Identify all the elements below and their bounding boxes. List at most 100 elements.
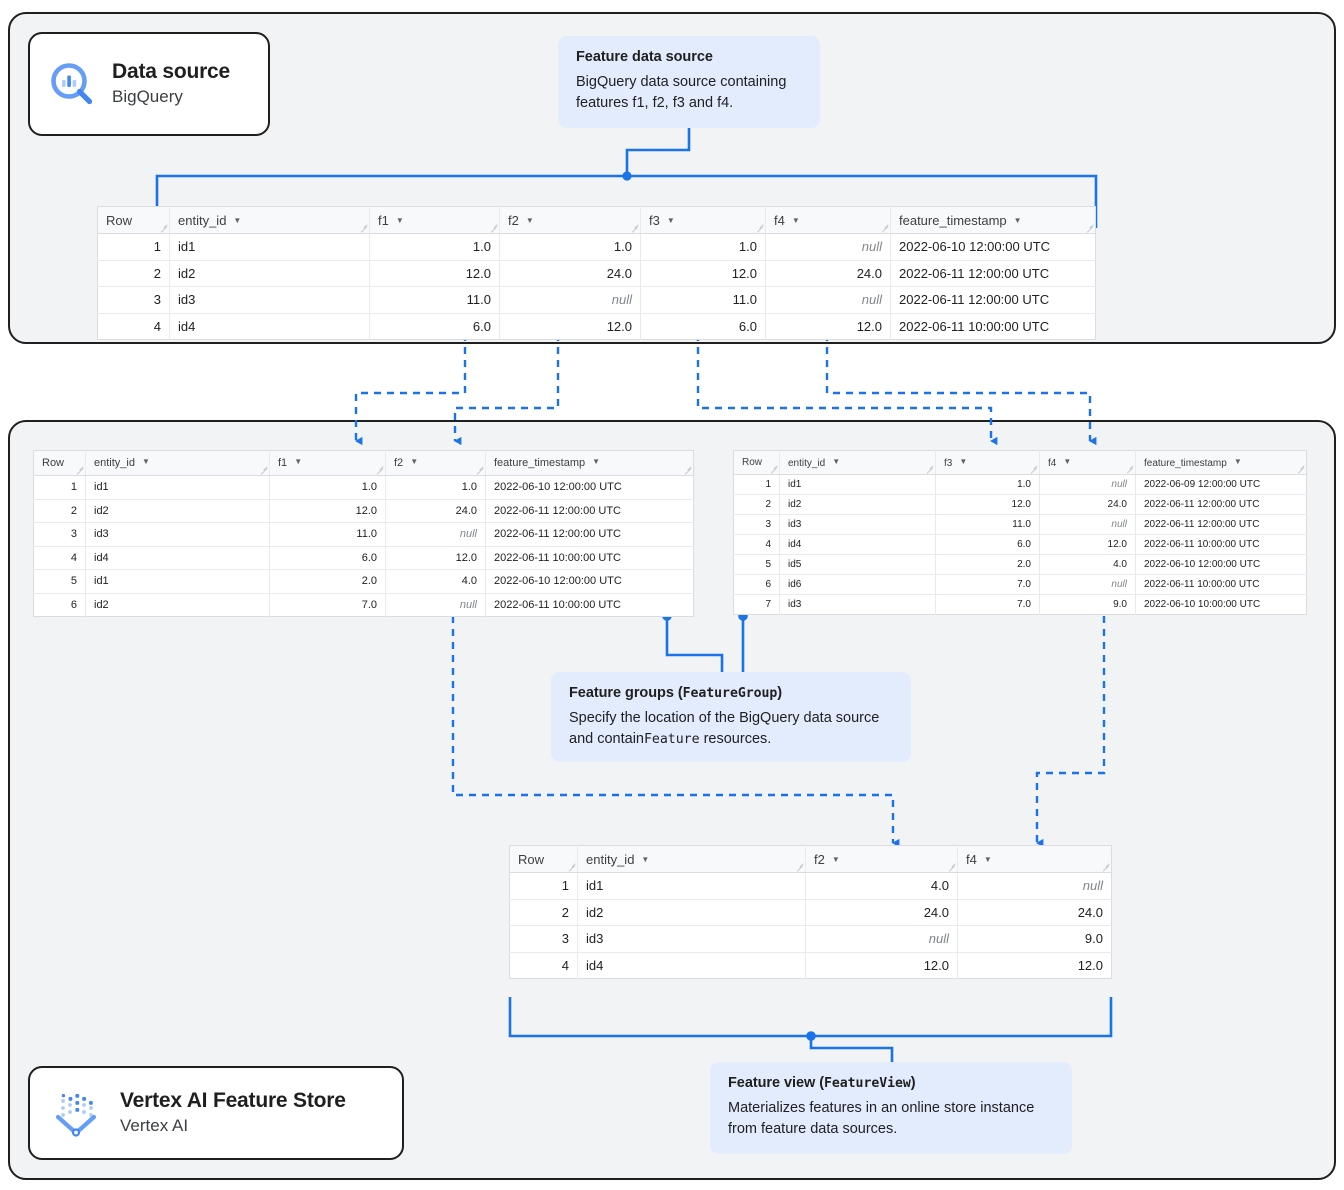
cell-row-number: 2 — [33, 499, 86, 523]
callout-feature-data-source: Feature data source BigQuery data source… — [558, 36, 820, 128]
cell-row-number: 2 — [97, 260, 170, 287]
resize-grip-icon[interactable] — [1297, 466, 1304, 473]
callout-body: Specify the location of the BigQuery dat… — [569, 708, 893, 749]
col-header-feature-timestamp[interactable]: feature_timestamp▼ — [1135, 450, 1307, 475]
chevron-down-icon[interactable]: ▼ — [294, 457, 303, 466]
callout-title-plain: Feature view ( — [728, 1075, 824, 1091]
col-header-row[interactable]: Row — [33, 450, 86, 476]
chip-data-source[interactable]: Data source BigQuery — [28, 32, 270, 136]
chevron-down-icon[interactable]: ▼ — [592, 457, 601, 466]
chevron-down-icon[interactable]: ▼ — [959, 456, 968, 466]
col-header-f3[interactable]: f3▼ — [935, 450, 1040, 475]
feature-group-1-table[interactable]: Row entity_id▼ f1▼ f2▼ feature_timestamp… — [33, 450, 694, 617]
cell-value: 7.0 — [935, 574, 1040, 595]
cell-value: 12.0 — [369, 260, 500, 287]
resize-grip-icon[interactable] — [881, 225, 888, 232]
resize-grip-icon[interactable] — [1030, 466, 1037, 473]
callout-feature-groups: Feature groups (FeatureGroup) Specify th… — [551, 672, 911, 762]
cell-entity-id: id3 — [169, 286, 370, 314]
resize-grip-icon[interactable] — [926, 466, 933, 473]
col-header-f1[interactable]: f1▼ — [269, 450, 386, 476]
col-header-entity-id[interactable]: entity_id▼ — [169, 206, 370, 234]
resize-grip-icon[interactable] — [376, 467, 383, 474]
col-header-f2[interactable]: f2▼ — [805, 845, 958, 873]
cell-entity-id: id4 — [577, 952, 806, 979]
col-header-f2[interactable]: f2▼ — [385, 450, 486, 476]
cell-value: 7.0 — [935, 594, 1040, 615]
resize-grip-icon[interactable] — [260, 467, 267, 474]
resize-grip-icon[interactable] — [796, 864, 803, 871]
chevron-down-icon[interactable]: ▼ — [641, 854, 650, 864]
chevron-down-icon[interactable]: ▼ — [1233, 456, 1242, 466]
resize-grip-icon[interactable] — [948, 864, 955, 871]
chevron-down-icon[interactable]: ▼ — [525, 215, 534, 225]
cell-timestamp: 2022-06-11 10:00:00 UTC — [1135, 574, 1307, 595]
chip-feature-store[interactable]: Vertex AI Feature Store Vertex AI — [28, 1066, 404, 1160]
col-header-f4[interactable]: f4▼ — [957, 845, 1112, 873]
cell-value: 6.0 — [269, 546, 386, 570]
chevron-down-icon[interactable]: ▼ — [831, 854, 840, 864]
cell-value: 1.0 — [369, 233, 500, 261]
resize-grip-icon[interactable] — [1126, 466, 1133, 473]
chevron-down-icon[interactable]: ▼ — [1063, 456, 1072, 466]
resize-grip-icon[interactable] — [1102, 864, 1109, 871]
cell-entity-id: id4 — [779, 534, 936, 555]
resize-grip-icon[interactable] — [568, 864, 575, 871]
col-header-f1[interactable]: f1▼ — [369, 206, 500, 234]
resize-grip-icon[interactable] — [476, 467, 483, 474]
col-header-entity-id[interactable]: entity_id▼ — [779, 450, 936, 475]
callout-title-plain: Feature groups ( — [569, 685, 683, 701]
cell-row-number: 1 — [509, 872, 578, 900]
col-header-f3[interactable]: f3▼ — [640, 206, 766, 234]
resize-grip-icon[interactable] — [1086, 225, 1093, 232]
cell-value: 11.0 — [369, 286, 500, 314]
cell-row-number: 6 — [33, 593, 86, 617]
feature-group-2-table[interactable]: Row entity_id▼ f3▼ f4▼ feature_timestamp… — [733, 450, 1307, 615]
feature-data-source-table[interactable]: Row entity_id▼ f1▼ f2▼ f3▼ f4▼ feature_t… — [97, 206, 1096, 340]
resize-grip-icon[interactable] — [684, 467, 691, 474]
col-header-f4[interactable]: f4▼ — [765, 206, 891, 234]
chevron-down-icon[interactable]: ▼ — [410, 457, 419, 466]
cell-entity-id: id3 — [577, 925, 806, 953]
cell-row-number: 4 — [97, 313, 170, 340]
cell-entity-id: id4 — [169, 313, 370, 340]
col-header-f2[interactable]: f2▼ — [499, 206, 641, 234]
resize-grip-icon[interactable] — [360, 225, 367, 232]
chevron-down-icon[interactable]: ▼ — [395, 215, 404, 225]
cell-timestamp: 2022-06-10 12:00:00 UTC — [1135, 554, 1307, 575]
chevron-down-icon[interactable]: ▼ — [983, 854, 992, 864]
chevron-down-icon[interactable]: ▼ — [832, 456, 841, 466]
resize-grip-icon[interactable] — [76, 467, 83, 474]
cell-value: 12.0 — [1077, 957, 1103, 973]
chevron-down-icon[interactable]: ▼ — [233, 215, 242, 225]
col-header-row[interactable]: Row — [97, 206, 170, 234]
cell-row-number: 5 — [33, 569, 86, 594]
col-header-feature-timestamp[interactable]: feature_timestamp▼ — [485, 450, 694, 476]
col-header-entity-id[interactable]: entity_id▼ — [577, 845, 806, 873]
col-header-entity-id[interactable]: entity_id▼ — [85, 450, 270, 476]
cell-value: 12.0 — [935, 494, 1040, 515]
resize-grip-icon[interactable] — [756, 225, 763, 232]
resize-grip-icon[interactable] — [490, 225, 497, 232]
callout-title: Feature view (FeatureView) — [728, 1075, 1054, 1091]
chevron-down-icon[interactable]: ▼ — [666, 215, 675, 225]
col-header-f4[interactable]: f4▼ — [1039, 450, 1136, 475]
col-header-row[interactable]: Row — [733, 450, 780, 475]
chevron-down-icon[interactable]: ▼ — [141, 457, 150, 466]
chevron-down-icon[interactable]: ▼ — [1013, 215, 1022, 225]
col-header-feature-timestamp[interactable]: feature_timestamp▼ — [890, 206, 1096, 234]
cell-value: 24.0 — [957, 899, 1112, 926]
col-header-row[interactable]: Row — [509, 845, 578, 873]
cell-value: 24.0 — [765, 260, 891, 287]
chevron-down-icon[interactable]: ▼ — [791, 215, 800, 225]
resize-grip-icon[interactable] — [160, 225, 167, 232]
cell-entity-id: id1 — [779, 474, 936, 495]
resize-grip-icon[interactable] — [631, 225, 638, 232]
resize-grip-icon[interactable] — [770, 466, 777, 473]
